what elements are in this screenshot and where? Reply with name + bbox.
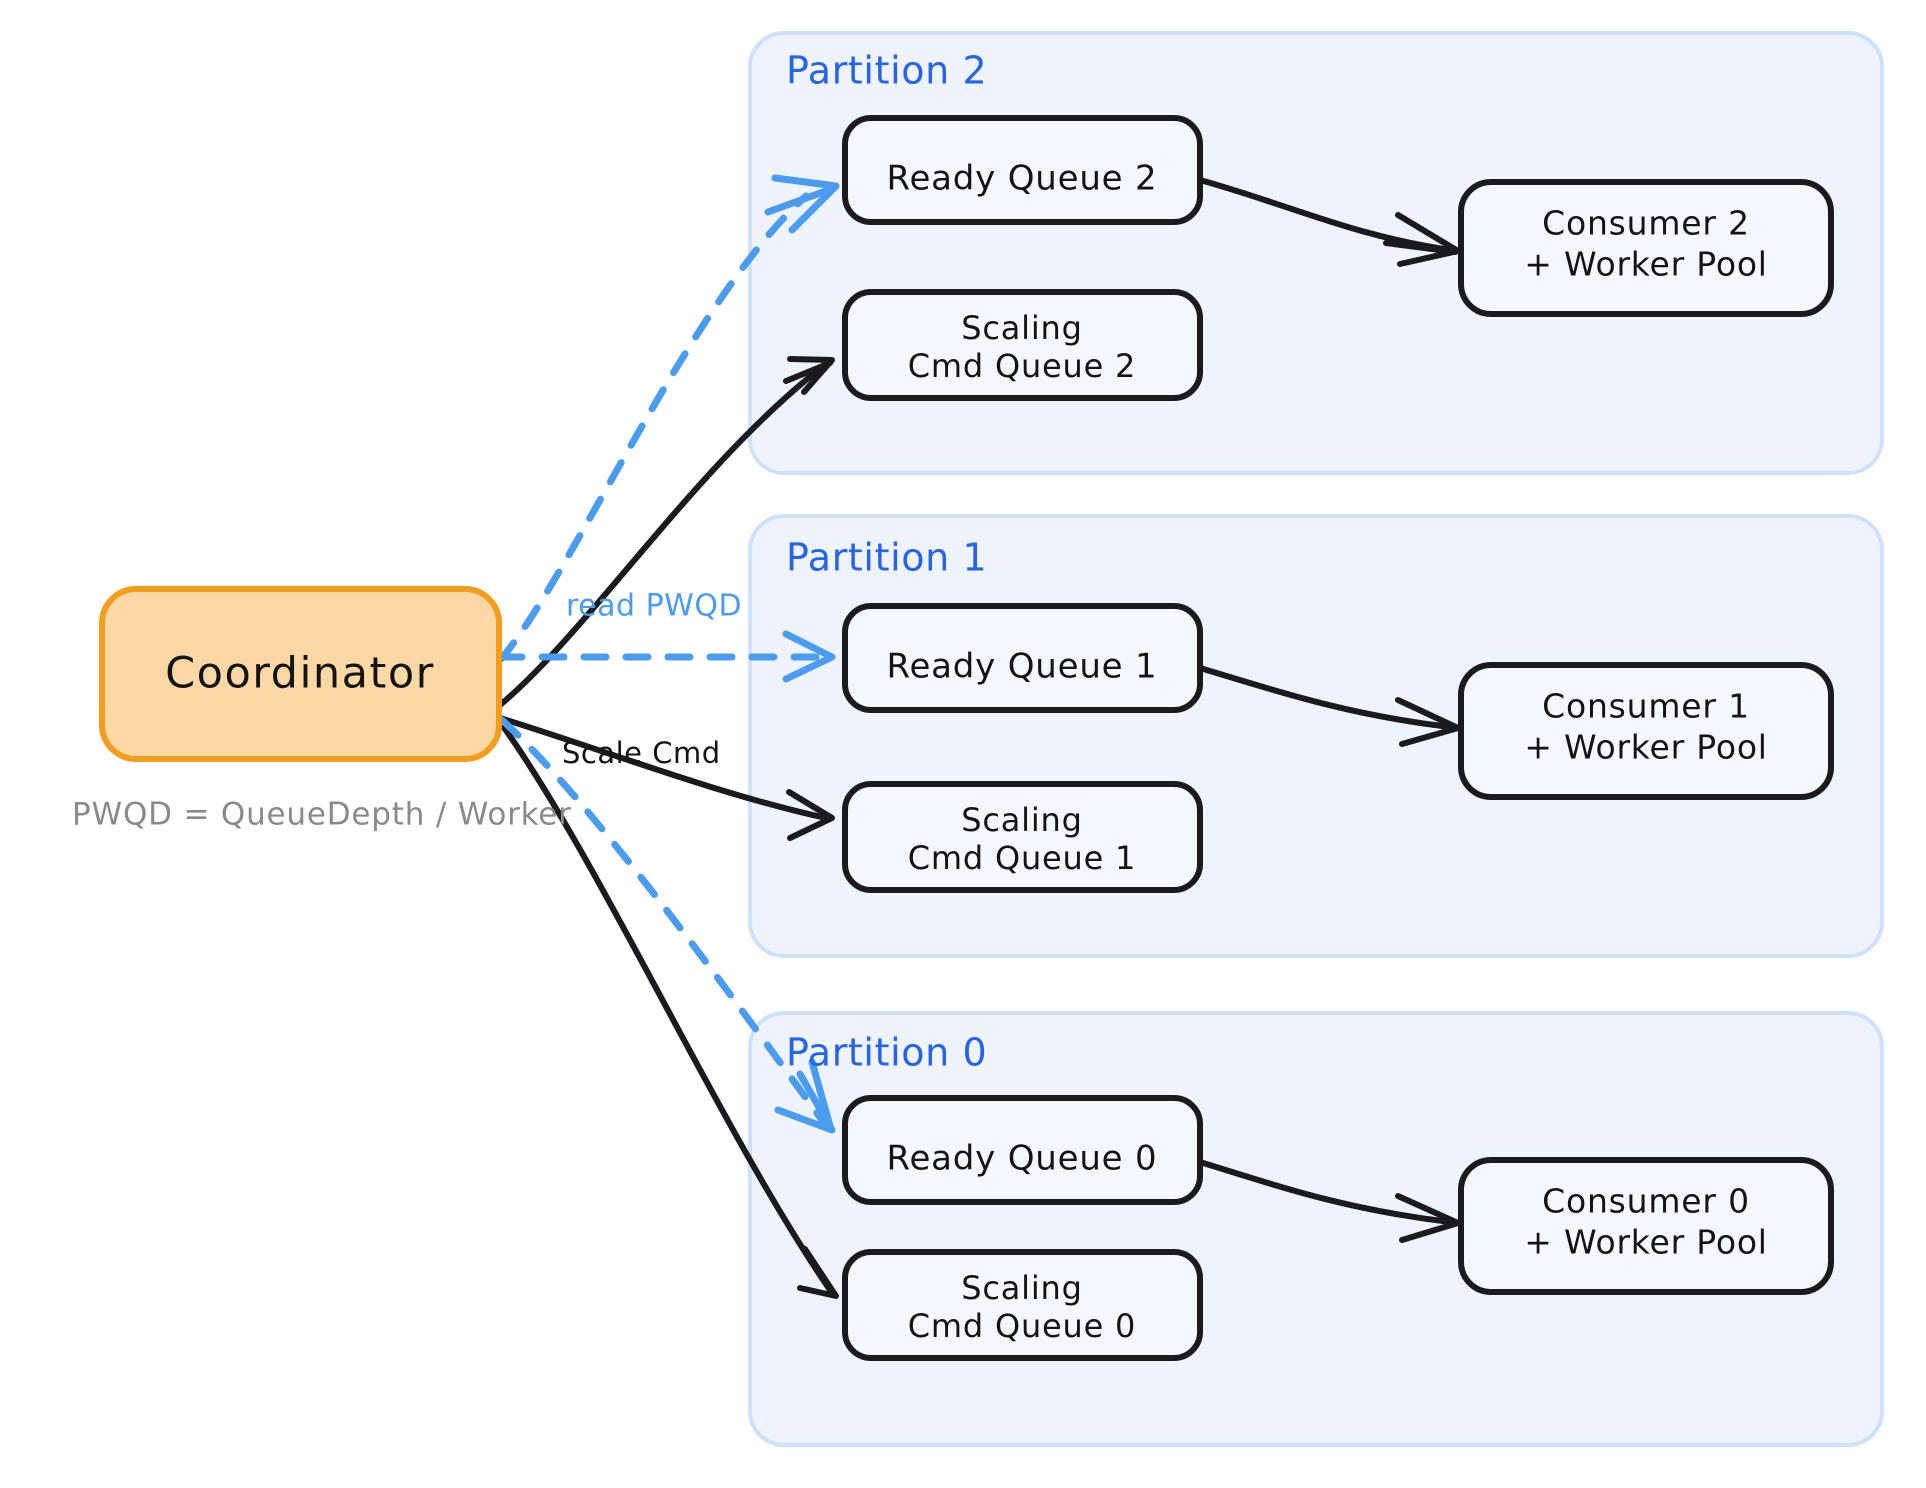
legend-pwqd-definition: PWQD = QueueDepth / Worker bbox=[72, 797, 572, 833]
scaling-cmd-queue-0-label-line2: Cmd Queue 0 bbox=[908, 1307, 1136, 1345]
edge-coordinator-to-scaling-queue-0 bbox=[497, 719, 839, 1299]
edge-coordinator-read-pwqd-0 bbox=[498, 716, 836, 1134]
consumer-2-box[interactable] bbox=[1458, 179, 1834, 317]
partition-label-0: Partition 0 bbox=[786, 1031, 987, 1075]
node-consumer-1[interactable]: Consumer 1 + Worker Pool bbox=[1458, 662, 1834, 800]
coordinator-label: Coordinator bbox=[165, 649, 435, 699]
node-ready-queue-2[interactable]: Ready Queue 2 bbox=[842, 115, 1203, 225]
ready-queue-2-box[interactable] bbox=[842, 115, 1203, 225]
scaling-cmd-queue-0-label-line1: Scaling bbox=[961, 1269, 1083, 1307]
node-ready-queue-0[interactable]: Ready Queue 0 bbox=[842, 1095, 1203, 1205]
scaling-cmd-queue-1-box[interactable] bbox=[842, 781, 1203, 893]
edge-coordinator-to-scaling-queue-2 bbox=[497, 356, 835, 708]
ready-queue-1-label: Ready Queue 1 bbox=[887, 647, 1158, 687]
partition-label-1: Partition 1 bbox=[786, 536, 987, 580]
ready-queue-0-box[interactable] bbox=[842, 1095, 1203, 1205]
scaling-cmd-queue-2-box[interactable] bbox=[842, 289, 1203, 401]
consumer-1-label-line2: + Worker Pool bbox=[1524, 728, 1768, 767]
consumer-1-box[interactable] bbox=[1458, 662, 1834, 800]
scaling-cmd-queue-0-box[interactable] bbox=[842, 1249, 1203, 1361]
scaling-cmd-queue-1-label-line1: Scaling bbox=[961, 801, 1083, 839]
edge-label-scale-cmd: Scale Cmd bbox=[562, 736, 721, 770]
coordinator-box[interactable] bbox=[99, 586, 502, 762]
consumer-0-label-line2: + Worker Pool bbox=[1524, 1223, 1768, 1262]
node-consumer-0[interactable]: Consumer 0 + Worker Pool bbox=[1458, 1157, 1834, 1295]
ready-queue-0-label: Ready Queue 0 bbox=[887, 1139, 1158, 1179]
node-coordinator[interactable]: Coordinator bbox=[99, 586, 502, 762]
consumer-0-label-line1: Consumer 0 bbox=[1542, 1182, 1750, 1221]
consumer-2-label-line1: Consumer 2 bbox=[1542, 204, 1750, 243]
edge-coordinator-read-pwqd-1 bbox=[496, 630, 836, 683]
consumer-0-box[interactable] bbox=[1458, 1157, 1834, 1295]
consumer-1-label-line1: Consumer 1 bbox=[1542, 687, 1750, 726]
ready-queue-2-label: Ready Queue 2 bbox=[887, 159, 1158, 199]
edge-coordinator-to-scaling-queue-1 bbox=[497, 715, 835, 841]
scaling-cmd-queue-2-label-line2: Cmd Queue 2 bbox=[908, 347, 1136, 385]
scaling-cmd-queue-1-label-line2: Cmd Queue 1 bbox=[908, 839, 1136, 877]
partition-label-2: Partition 2 bbox=[786, 49, 987, 93]
ready-queue-1-box[interactable] bbox=[842, 603, 1203, 713]
edge-label-read-pwqd: read PWQD bbox=[566, 589, 742, 624]
node-scaling-cmd-queue-1[interactable]: Scaling Cmd Queue 1 bbox=[842, 781, 1203, 893]
node-scaling-cmd-queue-2[interactable]: Scaling Cmd Queue 2 bbox=[842, 289, 1203, 401]
consumer-2-label-line2: + Worker Pool bbox=[1524, 245, 1768, 284]
node-ready-queue-1[interactable]: Ready Queue 1 bbox=[842, 603, 1203, 713]
node-consumer-2[interactable]: Consumer 2 + Worker Pool bbox=[1458, 179, 1834, 317]
node-scaling-cmd-queue-0[interactable]: Scaling Cmd Queue 0 bbox=[842, 1249, 1203, 1361]
edge-coordinator-read-pwqd-2 bbox=[496, 174, 840, 664]
scaling-cmd-queue-2-label-line1: Scaling bbox=[961, 309, 1083, 347]
